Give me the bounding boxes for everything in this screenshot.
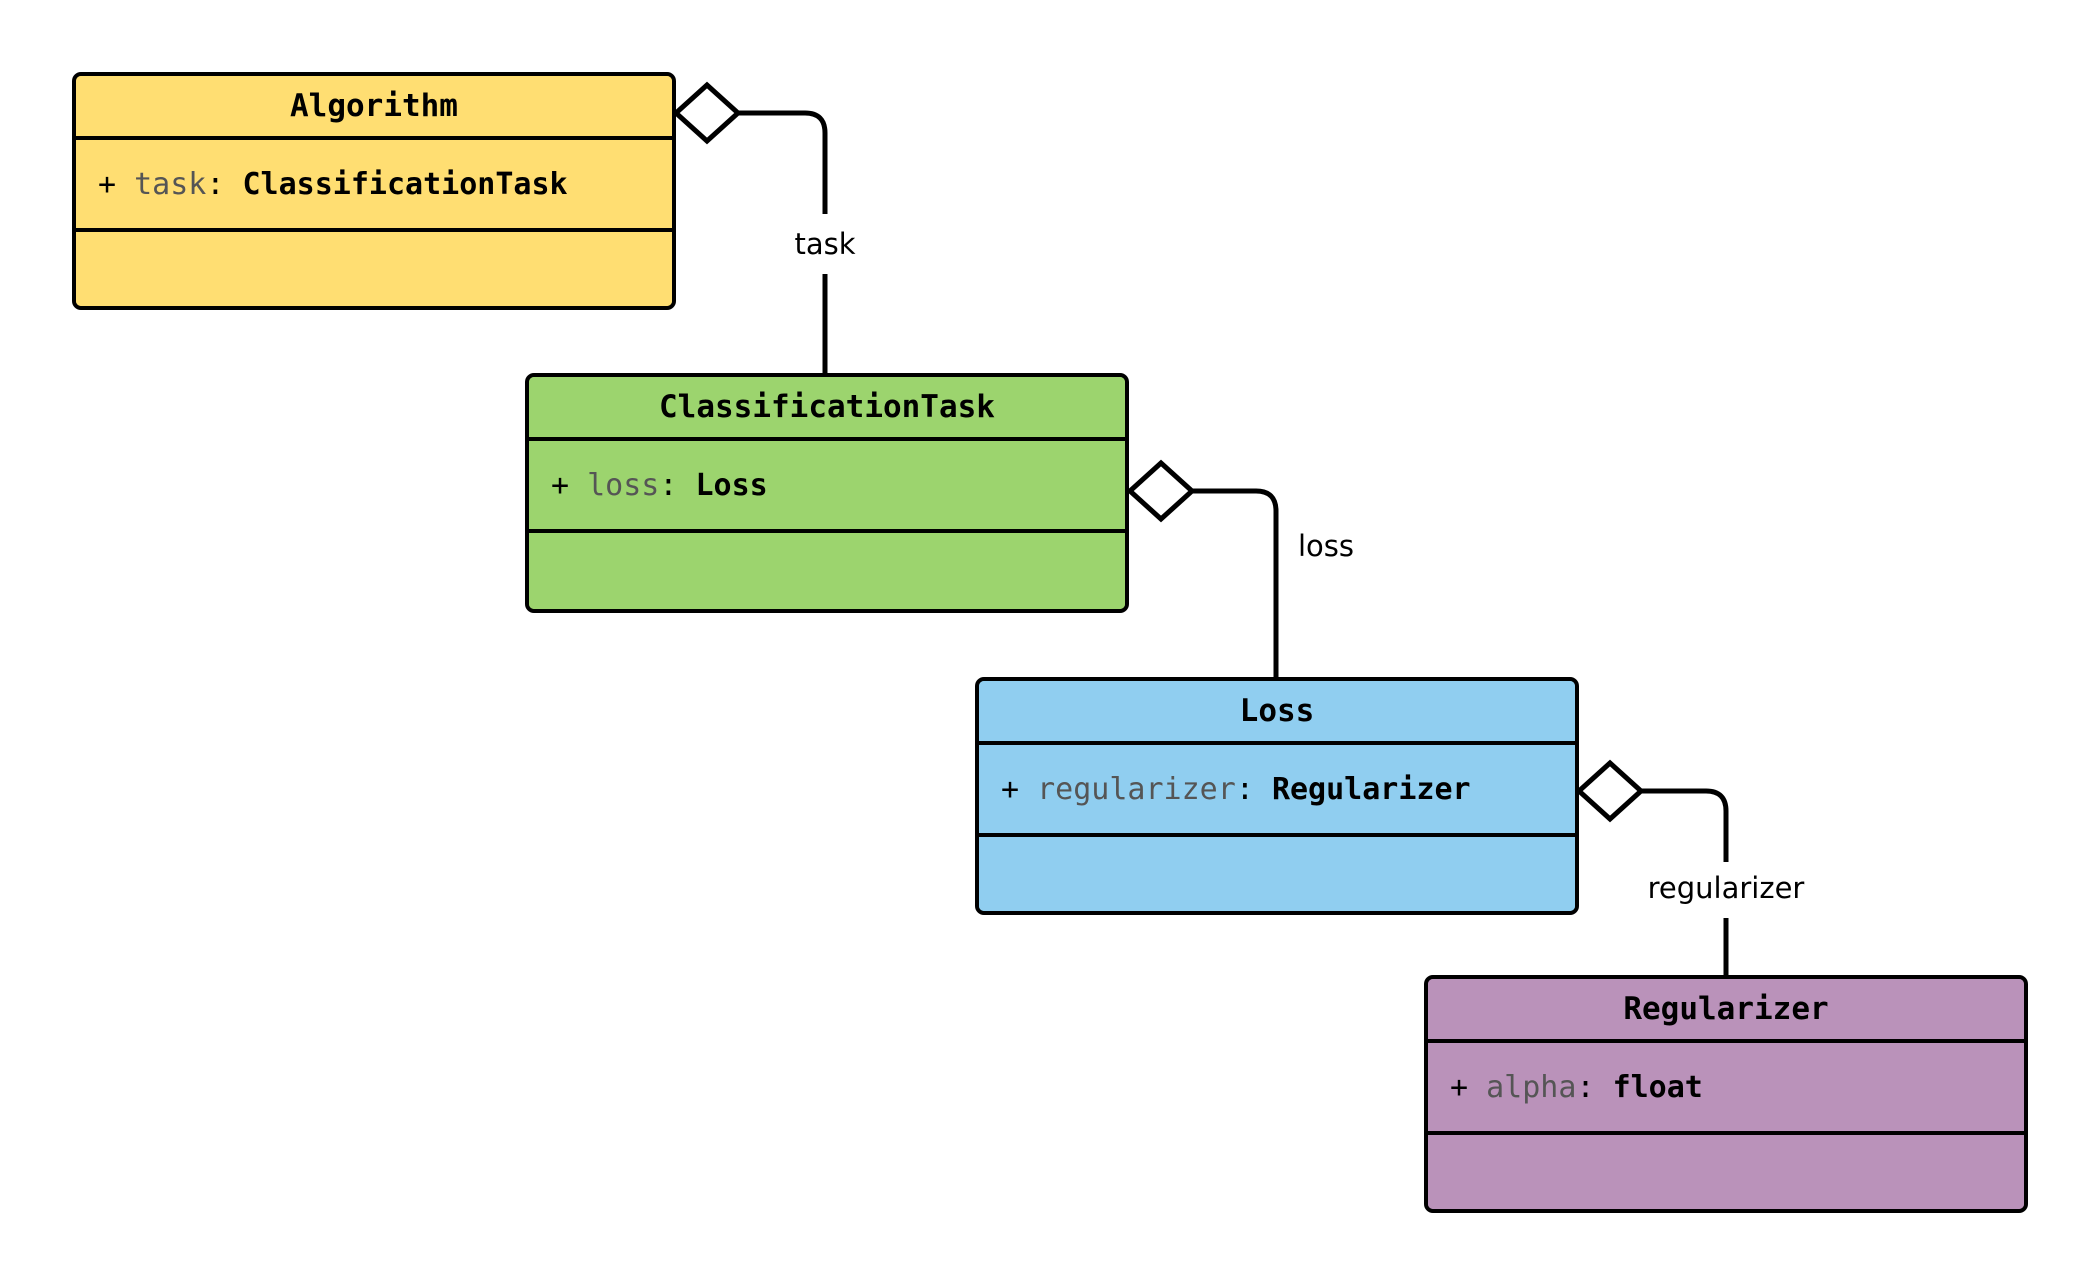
attribute-visibility: + (551, 467, 570, 503)
attribute-visibility: + (1001, 771, 1020, 807)
class-box-algorithm[interactable]: Algorithm + task: ClassificationTask (72, 72, 676, 310)
class-attributes-algorithm: + task: ClassificationTask (76, 140, 672, 232)
attribute-name: regularizer (1019, 771, 1236, 807)
attribute-row: + alpha: float (1450, 1070, 1703, 1105)
edge-label-loss: loss (1291, 528, 1362, 565)
class-methods-loss (979, 837, 1575, 911)
edge-label-regularizer: regularizer (1640, 870, 1812, 907)
class-name-algorithm: Algorithm (76, 76, 672, 140)
attribute-colon: : (1576, 1069, 1613, 1105)
relationship-classificationtask-loss (1126, 459, 1279, 677)
edge-path-loss (1192, 488, 1279, 677)
attribute-name: task (116, 166, 207, 202)
class-box-classificationtask[interactable]: ClassificationTask + loss: Loss (525, 373, 1129, 613)
attribute-row: + task: ClassificationTask (98, 167, 568, 202)
class-attributes-regularizer: + alpha: float (1428, 1043, 2024, 1135)
attribute-colon: : (659, 467, 696, 503)
aggregation-diamond-regularizer (1575, 759, 1645, 823)
class-methods-classificationtask (529, 533, 1125, 609)
attribute-row: + regularizer: Regularizer (1001, 772, 1471, 807)
attribute-visibility: + (98, 166, 117, 202)
class-name-classificationtask: ClassificationTask (529, 377, 1125, 441)
class-attributes-classificationtask: + loss: Loss (529, 441, 1125, 533)
class-box-regularizer[interactable]: Regularizer + alpha: float (1424, 975, 2028, 1213)
attribute-visibility: + (1450, 1069, 1469, 1105)
attribute-type: ClassificationTask (242, 166, 568, 202)
attribute-type: Loss (695, 467, 768, 503)
edge-label-task: task (787, 226, 863, 263)
attribute-colon: : (206, 166, 243, 202)
relationship-loss-regularizer (1575, 759, 1729, 975)
attribute-name: alpha (1468, 1069, 1577, 1105)
class-name-loss: Loss (979, 681, 1575, 745)
aggregation-diamond-loss (1126, 459, 1196, 523)
attribute-row: + loss: Loss (551, 468, 768, 503)
attribute-type: Regularizer (1271, 771, 1471, 807)
class-methods-algorithm (76, 232, 672, 306)
class-name-regularizer: Regularizer (1428, 979, 2024, 1043)
aggregation-diamond-task (672, 81, 742, 145)
class-attributes-loss: + regularizer: Regularizer (979, 745, 1575, 837)
class-methods-regularizer (1428, 1135, 2024, 1209)
attribute-colon: : (1235, 771, 1272, 807)
attribute-type: float (1612, 1069, 1703, 1105)
attribute-name: loss (569, 467, 660, 503)
class-box-loss[interactable]: Loss + regularizer: Regularizer (975, 677, 1579, 915)
